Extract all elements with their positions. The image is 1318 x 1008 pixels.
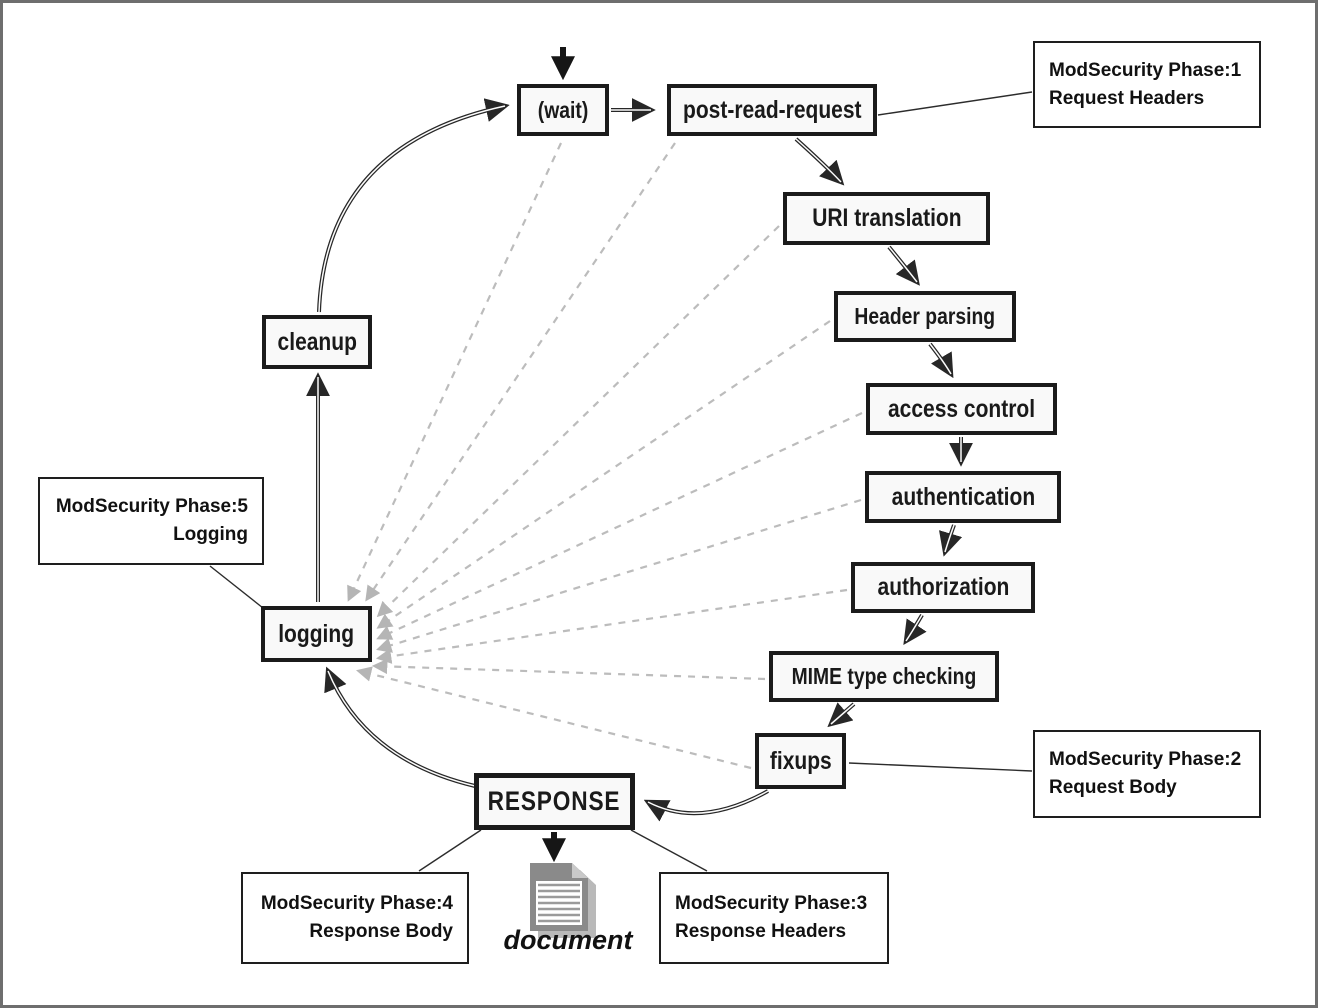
node-header-parsing-label: Header parsing: [854, 303, 996, 329]
node-fixups: fixups: [755, 733, 846, 789]
node-authentication-label: authentication: [891, 482, 1035, 511]
node-wait-label: (wait): [537, 96, 589, 123]
annotation-phase1-subtitle: Request Headers: [1049, 87, 1205, 109]
node-wait: (wait): [517, 84, 609, 136]
annotation-phase4-title: ModSecurity Phase:4: [260, 893, 453, 915]
annotation-phase2-subtitle: Request Body: [1049, 777, 1177, 798]
thick-arrows: [542, 47, 575, 863]
node-post-read-request: post-read-request: [667, 84, 877, 136]
node-post-read-request-label: post-read-request: [682, 95, 862, 124]
annotation-phase4-subtitle: Response Body: [309, 921, 453, 942]
node-authorization-label: authorization: [877, 573, 1009, 601]
node-authorization: authorization: [851, 562, 1035, 613]
annotation-phase1-title: ModSecurity Phase:1: [1049, 59, 1242, 81]
annotation-phase3-subtitle: Response Headers: [675, 921, 847, 942]
node-authentication: authentication: [865, 471, 1061, 523]
node-cleanup-label: cleanup: [277, 327, 357, 356]
annotation-phase5: ModSecurity Phase:5 Logging: [38, 477, 264, 565]
node-uri-translation: URI translation: [783, 192, 990, 245]
annotation-phase3: ModSecurity Phase:3 Response Headers: [659, 872, 889, 964]
annotation-phase2-title: ModSecurity Phase:2: [1049, 749, 1242, 771]
node-response: RESPONSE: [474, 773, 635, 830]
annotation-phase3-title: ModSecurity Phase:3: [675, 893, 868, 915]
node-logging-label: logging: [278, 619, 355, 648]
annotation-phase2: ModSecurity Phase:2 Request Body: [1033, 730, 1261, 818]
annotation-phase4: ModSecurity Phase:4 Response Body: [241, 872, 469, 964]
node-fixups-label: fixups: [769, 746, 832, 775]
annotation-phase5-subtitle: Logging: [173, 524, 248, 545]
node-access-control: access control: [866, 383, 1057, 435]
document-icon: [530, 863, 596, 938]
node-access-control-label: access control: [887, 394, 1036, 423]
document-label: document: [503, 925, 633, 955]
node-response-label: RESPONSE: [488, 786, 621, 816]
node-header-parsing: Header parsing: [834, 291, 1016, 342]
node-uri-translation-label: URI translation: [811, 204, 962, 232]
node-mime-type-checking: MIME type checking: [769, 651, 999, 702]
node-logging: logging: [261, 606, 372, 662]
annotation-phase5-title: ModSecurity Phase:5: [55, 496, 248, 518]
node-cleanup: cleanup: [262, 315, 372, 369]
node-mime-type-checking-label: MIME type checking: [791, 663, 977, 689]
annotation-phase1: ModSecurity Phase:1 Request Headers: [1033, 41, 1261, 128]
